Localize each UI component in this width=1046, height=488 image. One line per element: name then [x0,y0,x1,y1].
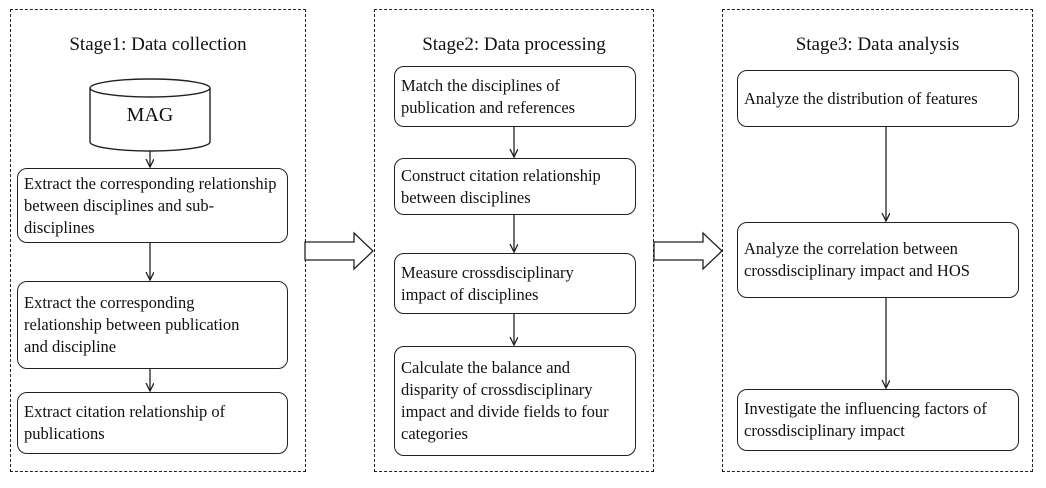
stage3-panel: Stage3: Data analysis [722,9,1033,472]
stage2-step-3-text: Measure crossdisciplinary impact of disc… [401,262,574,304]
stage3-step-3: Investigate the influencing factors of c… [737,389,1019,451]
stage3-title: Stage3: Data analysis [795,34,960,55]
stage2-step-2: Construct citation relationship between … [394,158,636,215]
stage2-step-3: Measure crossdisciplinary impact of disc… [394,253,636,314]
stage3-step-1-text: Analyze the distribution of features [744,88,978,108]
stage1-step-1: Extract the corresponding relationship b… [17,168,288,243]
stage1-step-2: Extract the corresponding relationship b… [17,281,288,369]
stage2-step-1: Match the disciplines of publication and… [394,66,636,127]
stage2-step-2-text: Construct citation relationship between … [401,165,601,207]
stage2-step-4: Calculate the balance and disparity of c… [394,346,636,456]
stage1-step-1-text: Extract the corresponding relationship b… [24,173,277,237]
database-label: MAG [126,104,174,126]
stage3-step-1: Analyze the distribution of features [737,70,1019,127]
stage1-step-2-text: Extract the corresponding relationship b… [24,293,240,356]
stage1-step-3-text: Extract citation relationship of publica… [24,402,226,443]
stage2-step-4-text: Calculate the balance and disparity of c… [401,358,609,443]
stage1-panel: Stage1: Data collection [10,9,306,472]
stage1-title: Stage1: Data collection [69,34,247,55]
stage-arrow-1-icon [304,231,374,271]
stage2-title: Stage2: Data processing [422,34,606,55]
stage-arrow-2-icon [653,231,723,271]
stage3-step-2-text: Analyze the correlation between crossdis… [744,239,970,280]
stage2-step-1-text: Match the disciplines of publication and… [401,75,576,117]
stage3-step-3-text: Investigate the influencing factors of c… [744,399,987,440]
stage3-step-2: Analyze the correlation between crossdis… [737,222,1019,298]
stage1-step-3: Extract citation relationship of publica… [17,392,288,454]
stage2-panel: Stage2: Data processing [374,9,654,472]
